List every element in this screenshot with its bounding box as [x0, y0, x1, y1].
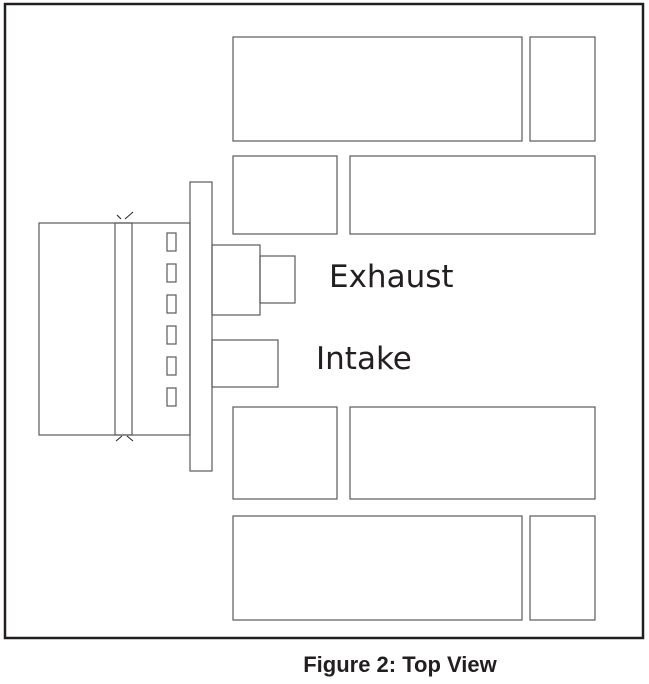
- panel-upper-left: [232, 155, 338, 235]
- panel-upper-right: [349, 155, 596, 235]
- strap-tick-top: [116, 211, 134, 220]
- outer-frame: [3, 2, 645, 640]
- exhaust-duct-outlet: [259, 255, 296, 304]
- vent-slot: [166, 325, 177, 345]
- panel-bottom-small: [529, 515, 596, 621]
- exhaust-label: Exhaust: [329, 259, 454, 295]
- vent-slot: [166, 232, 177, 252]
- intake-label: Intake: [316, 341, 412, 377]
- vent-slot: [166, 263, 177, 283]
- unit-strap: [114, 222, 133, 436]
- vent-slot: [166, 294, 177, 314]
- vent-slot: [166, 387, 177, 407]
- panel-lower-left: [232, 406, 338, 500]
- panel-top-large: [232, 36, 523, 142]
- exhaust-duct: [211, 244, 261, 316]
- panel-top-small: [529, 36, 596, 142]
- panel-bottom-large: [232, 515, 523, 621]
- figure-caption: Figure 2: Top View: [303, 652, 497, 677]
- strap-tick-bottom: [115, 435, 134, 442]
- vent-slot: [166, 356, 177, 376]
- intake-duct: [211, 339, 279, 388]
- panel-lower-right: [349, 406, 596, 500]
- mounting-flange: [189, 181, 213, 472]
